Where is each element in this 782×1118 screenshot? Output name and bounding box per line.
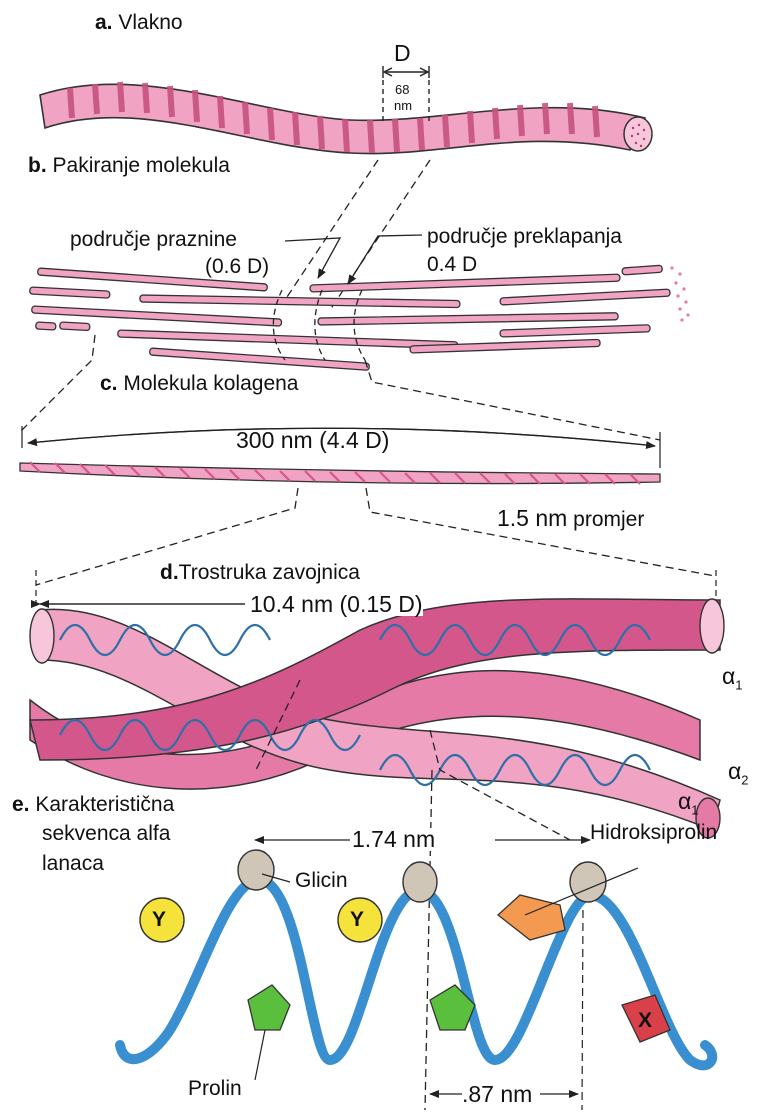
section-c-heading: c. Molekula kolagena [100, 373, 298, 394]
sequence-half-period: .87 nm [462, 1083, 532, 1106]
overlap-region-label: područje preklapanja [427, 226, 622, 247]
proline-label: Prolin [188, 1078, 242, 1099]
glycine-label: Glicin [295, 870, 348, 891]
chain-label-alpha1-top: α1 [722, 665, 743, 692]
helix-length: 10.4 nm (0.15 D) [250, 593, 423, 616]
period-label: D [394, 42, 411, 65]
molecule-length: 300 nm (4.4 D) [236, 429, 389, 452]
molecule-diameter: 1.5 nm promjer [497, 507, 644, 530]
packing-end-dots [670, 266, 689, 321]
gap-region-value: (0.6 D) [205, 256, 269, 277]
section-d-heading: d.Trostruka zavojnica [160, 562, 360, 583]
period-value: 68 [395, 83, 409, 96]
packing [30, 235, 690, 370]
connector-molecule-helix [36, 488, 715, 585]
section-b-heading: b. Pakiranje molekula [28, 155, 230, 176]
hydroxyproline-residue [498, 895, 565, 940]
glycine-ball-3 [570, 862, 606, 902]
gap-region-label: područje praznine [70, 229, 237, 250]
proline-1 [248, 985, 290, 1030]
glycine-ball-2 [403, 862, 437, 902]
sequence [120, 840, 712, 1110]
y-residue-label-1: Y [152, 909, 166, 930]
fiber [40, 66, 652, 154]
sequence-period: 1.74 nm [352, 828, 435, 851]
hydroxyproline-label: Hidroksiprolin [590, 822, 717, 843]
section-e-heading: e. Karakteristična sekvenca alfa lanaca [12, 790, 202, 878]
overlap-region-value: 0.4 D [427, 254, 477, 275]
chain-label-alpha1-bottom: α1 [678, 790, 699, 817]
glycine-ball-1 [238, 850, 274, 890]
packing-label-leaders [285, 235, 422, 284]
chain-label-alpha2: α2 [728, 760, 749, 787]
period-unit: nm [394, 99, 412, 112]
section-a-heading: a. Vlakno [95, 12, 183, 33]
alpha-chain [120, 880, 712, 1066]
x-residue-label: X [638, 1010, 652, 1031]
y-residue-label-2: Y [350, 909, 364, 930]
